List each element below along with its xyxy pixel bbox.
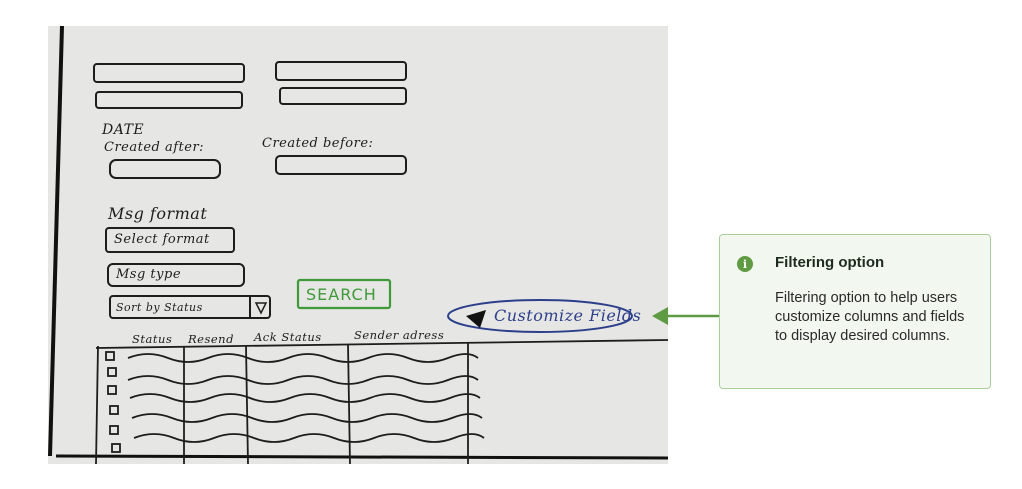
created-after-field — [109, 159, 221, 179]
info-icon: i — [737, 256, 753, 272]
text-field-sketch — [275, 61, 407, 81]
customize-fields-outline — [447, 299, 633, 333]
text-field-sketch — [95, 91, 243, 109]
date-label: DATE — [102, 122, 145, 138]
sort-by-status-label: Sort by Status — [116, 301, 203, 314]
annotation-body: Filtering option to help users customize… — [775, 290, 965, 344]
table-header-sender-address: Sender adress — [354, 328, 445, 342]
sort-by-status-dropdown — [109, 295, 271, 319]
select-format-dropdown — [105, 227, 235, 253]
table-header-status: Status — [132, 332, 173, 346]
annotation-title: Filtering option — [775, 254, 885, 271]
select-format-label: Select format — [114, 232, 210, 247]
table-header-ack-status: Ack Status — [254, 330, 322, 344]
filter-icon — [466, 310, 486, 328]
msg-type-label: Msg type — [116, 267, 182, 282]
created-before-label: Created before: — [262, 136, 374, 151]
sketch-lines — [48, 26, 668, 464]
msg-format-label: Msg format — [108, 204, 208, 223]
customize-fields-label: Customize Fields — [494, 306, 642, 325]
search-label: SEARCH — [306, 285, 377, 304]
annotation-card: i Filtering option Filtering option to h… — [719, 234, 991, 389]
chevron-down-icon — [254, 302, 268, 315]
msg-type-dropdown — [107, 263, 245, 287]
search-button-sketch — [296, 278, 392, 310]
created-after-label: Created after: — [104, 140, 205, 155]
wireframe-sketch: DATE Created after: Created before: Msg … — [48, 26, 668, 464]
text-field-sketch — [279, 87, 407, 105]
text-field-sketch — [93, 63, 245, 83]
created-before-field — [275, 155, 407, 175]
table-header-resend: Resend — [188, 332, 234, 346]
